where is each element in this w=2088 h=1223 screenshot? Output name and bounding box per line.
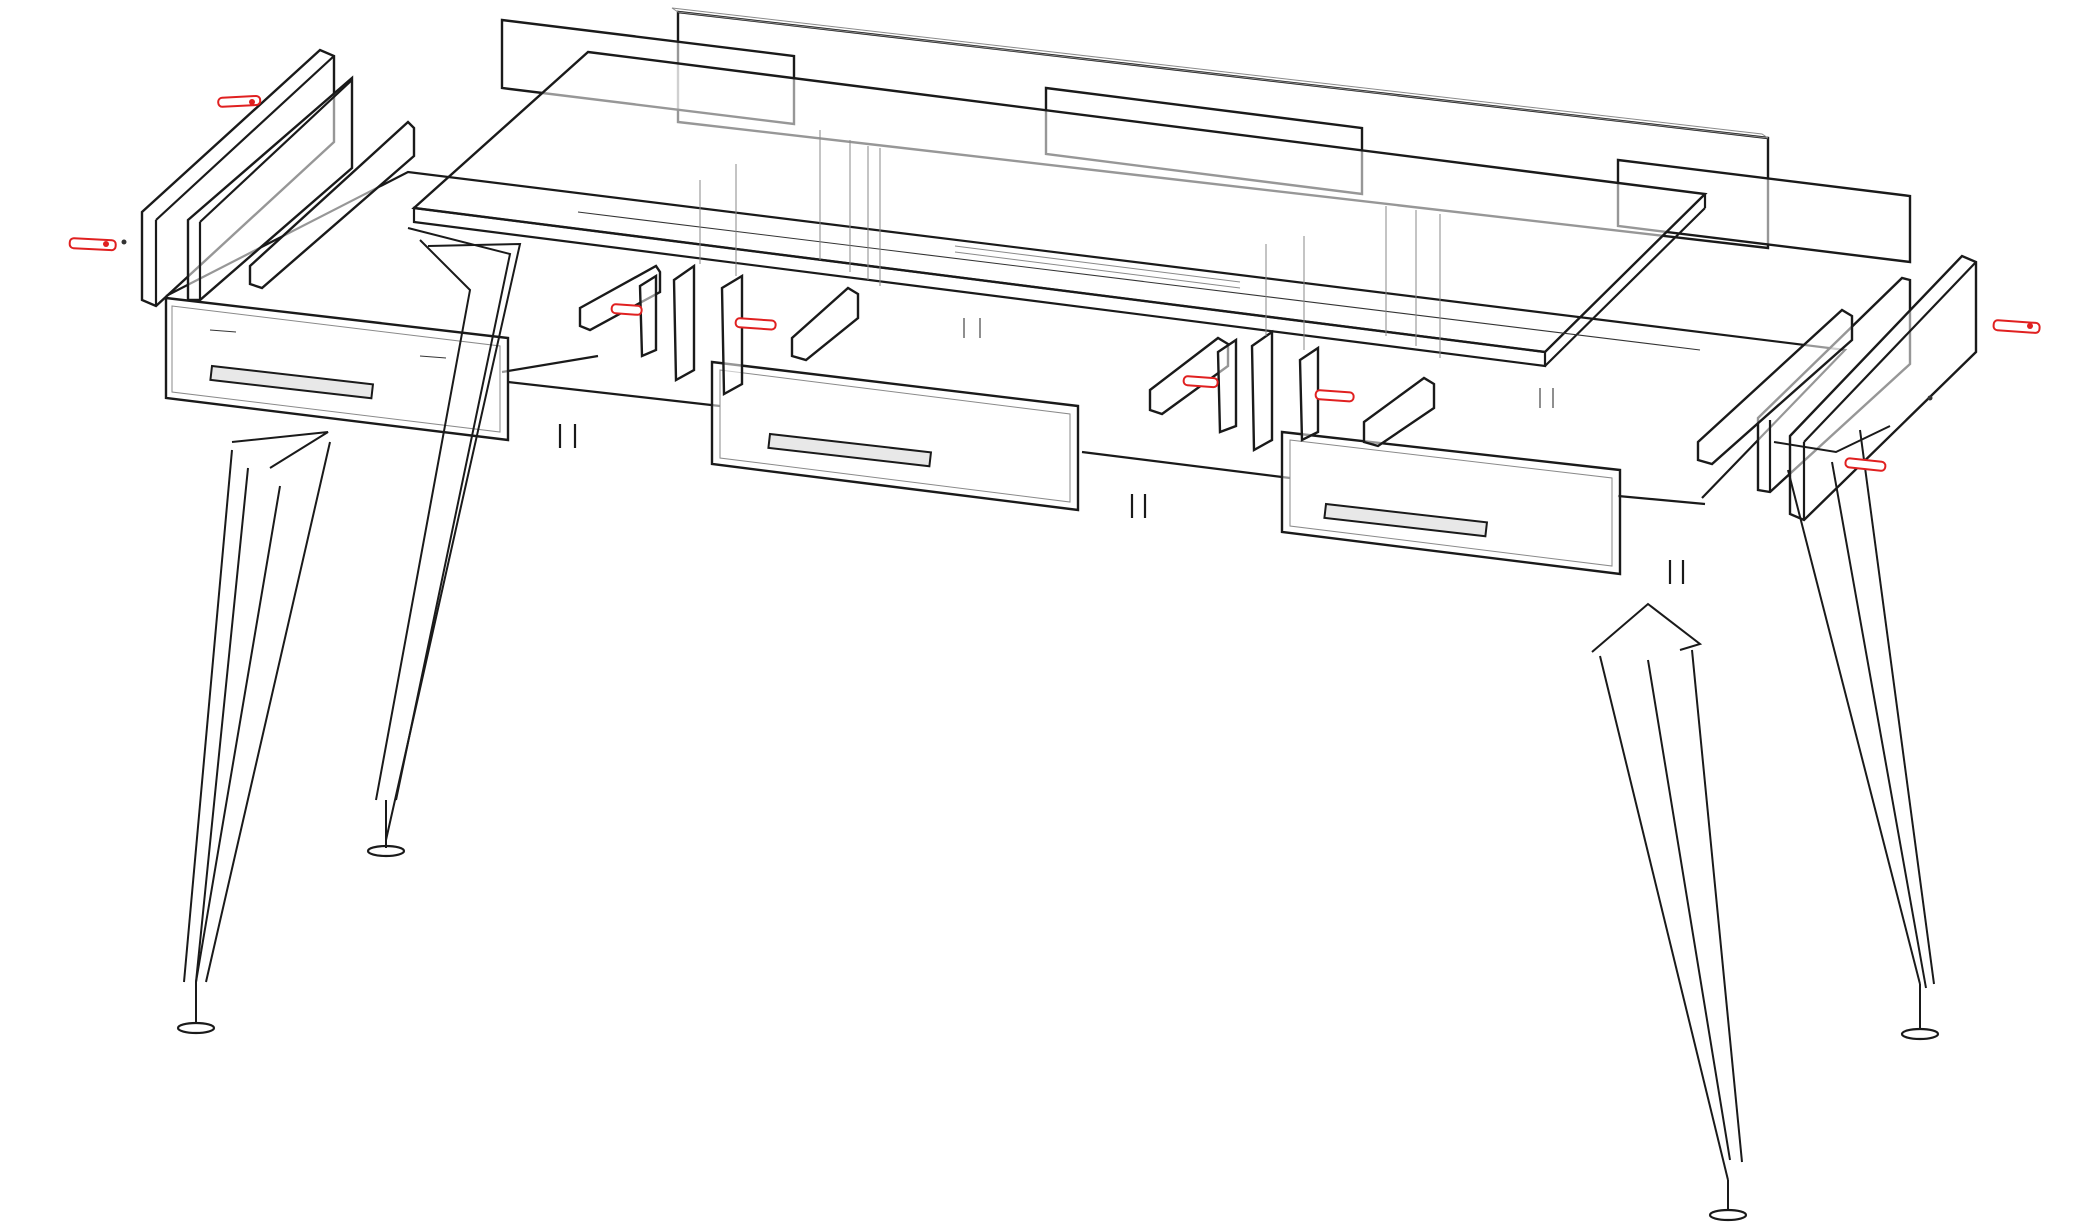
leg-back-left (366, 227, 522, 858)
drawer-left (164, 296, 510, 442)
divider-left-cluster (578, 130, 881, 397)
bolt-left (68, 237, 117, 252)
bolt-center-right-a (1182, 375, 1219, 389)
right-rail (1696, 308, 1854, 466)
tabletop (411, 50, 1708, 368)
bolt-center-left-a (610, 303, 643, 316)
hardware-bolts (68, 95, 2041, 472)
drawer-right (1280, 430, 1622, 576)
bolt-center-left-b (734, 317, 777, 331)
bolt-top-left (217, 95, 262, 108)
screw-markers (121, 239, 1933, 584)
left-rail (248, 120, 416, 290)
drawer-center (710, 360, 1080, 512)
leg-front-left (176, 431, 331, 1035)
leg-front-right (1591, 602, 1748, 1222)
bolt-right-lower (1844, 457, 1887, 472)
leg-back-right (1773, 425, 1940, 1041)
bolt-right (1992, 319, 2041, 334)
bolt-center-right-b (1314, 389, 1355, 403)
right-side-panel-outer (1788, 254, 1978, 522)
left-side-panel-inner (186, 75, 354, 302)
